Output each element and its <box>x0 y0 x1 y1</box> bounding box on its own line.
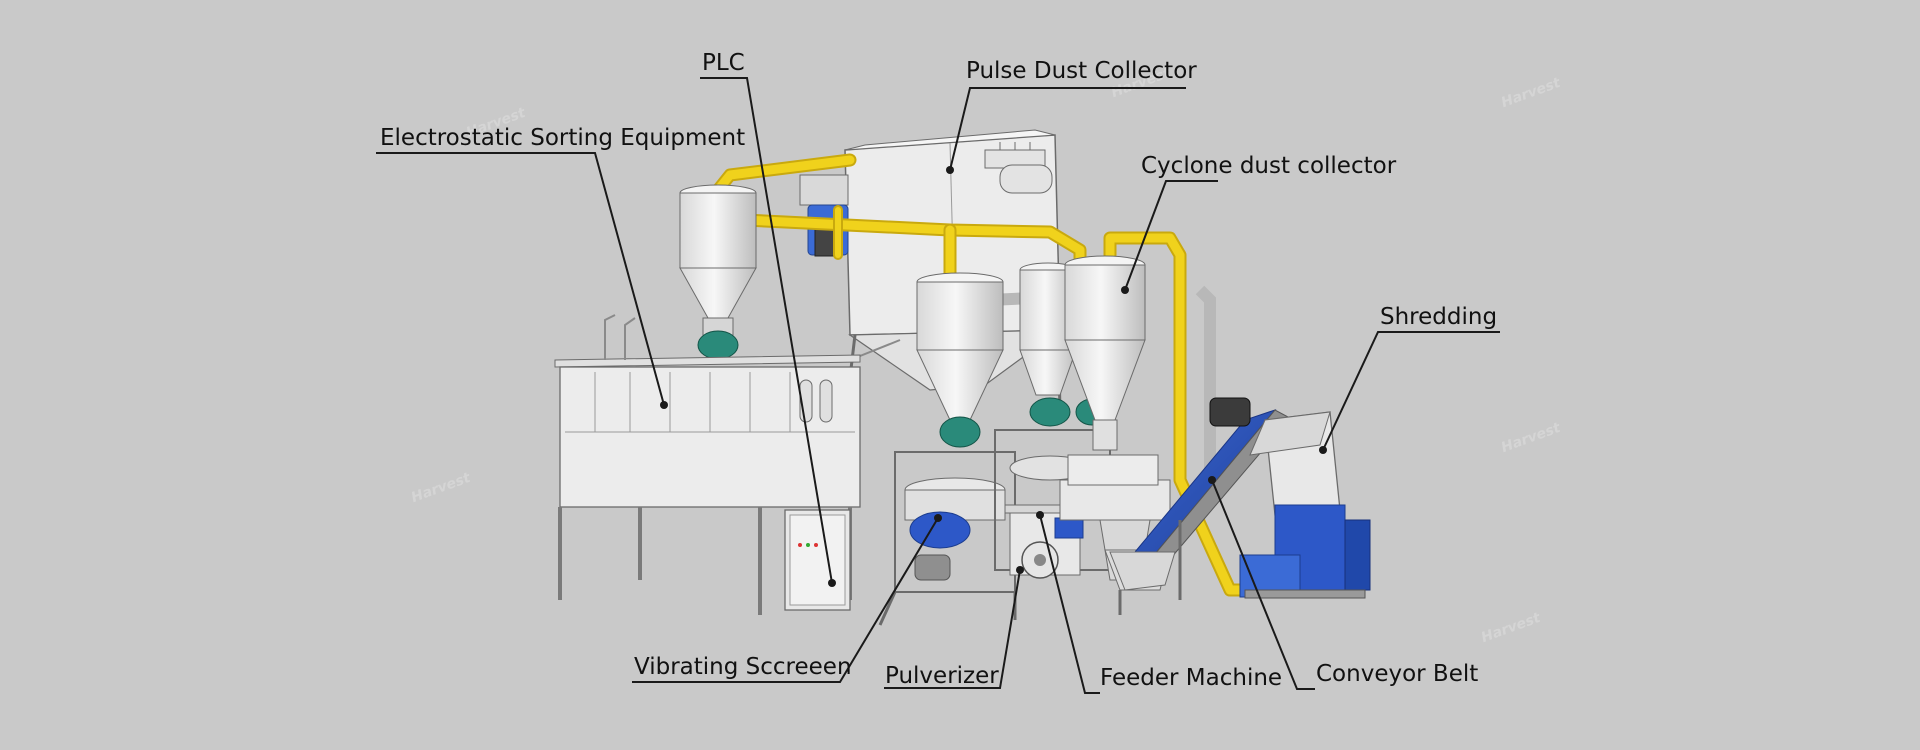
leader-dot <box>1208 476 1216 484</box>
label-conveyor-belt: Conveyor Belt <box>1316 661 1479 687</box>
leader-dot <box>1016 566 1024 574</box>
return-pipe <box>1195 285 1216 470</box>
conveyor-belt <box>1109 397 1291 615</box>
leader-conveyor-belt <box>1211 479 1315 690</box>
leader-dot <box>934 514 942 522</box>
leader-dot <box>1036 511 1044 519</box>
leader-plc <box>700 77 833 584</box>
leader-electrostatic-sorting <box>376 152 665 406</box>
cyclone-dust-collector <box>1064 255 1146 451</box>
label-pulse-dust-collector: Pulse Dust Collector <box>966 58 1197 84</box>
leader-vibrating-screen <box>632 517 939 683</box>
leader-lines <box>376 77 1500 694</box>
label-vibrating-screen: Vibrating Sccreeen <box>634 654 852 680</box>
electrostatic-sorting-equipment <box>554 184 861 615</box>
leader-dot <box>828 579 836 587</box>
leader-dot <box>946 166 954 174</box>
leader-pulverizer <box>884 569 1021 689</box>
leader-shredding <box>1322 331 1500 451</box>
label-feeder-machine: Feeder Machine <box>1100 665 1283 691</box>
pulverizer <box>994 262 1111 579</box>
leader-dot <box>1319 446 1327 454</box>
plc-cabinet <box>784 509 851 611</box>
label-electrostatic-sorting-equipment: Electrostatic Sorting Equipment <box>380 125 746 151</box>
label-cyclone-dust-collector: Cyclone dust collector <box>1141 153 1397 179</box>
shredder <box>1239 411 1371 599</box>
leader-dot <box>660 401 668 409</box>
label-plc: PLC <box>702 50 745 76</box>
leader-feeder-machine <box>1039 514 1100 694</box>
leader-dots <box>660 166 1327 587</box>
leader-dot <box>1121 286 1129 294</box>
label-pulverizer: Pulverizer <box>885 663 999 689</box>
leader-cyclone-dust-collector <box>1124 180 1218 291</box>
label-shredding: Shredding <box>1380 304 1498 330</box>
leader-pulse-dust-collector <box>949 87 1186 171</box>
